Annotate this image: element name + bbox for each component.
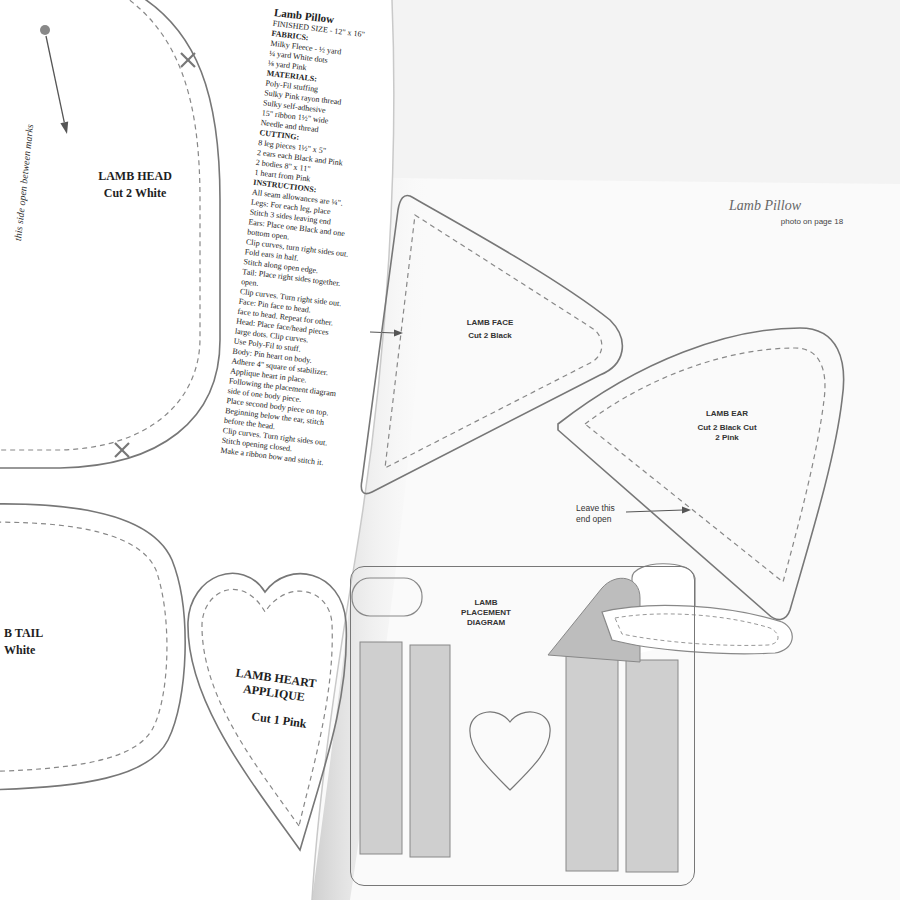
x-marks — [115, 53, 195, 457]
pattern-piece: B TAIL White — [0, 495, 200, 795]
leader-note: Leave this end open — [576, 503, 622, 524]
right-page — [310, 178, 900, 900]
piece-name: LAMB HEAD — [70, 169, 200, 184]
seam-line — [202, 589, 332, 826]
text-holder: this side open between marks — [12, 123, 35, 241]
text-holder: White — [4, 643, 35, 658]
pattern-piece: LAMB FACE Cut 2 Black — [355, 188, 630, 500]
placement-heart — [470, 712, 550, 790]
text-holder: LAMB PLACEMENT DIAGRAM — [450, 598, 522, 628]
placement-leg — [626, 660, 678, 872]
text-holder: Cut 2 Black — [450, 331, 530, 341]
text-holder: Cut 1 Pink — [232, 706, 325, 734]
piece-name: B TAIL — [4, 626, 43, 641]
cutting-line — [558, 328, 844, 620]
piece-name: LAMB HEART APPLIQUE — [227, 665, 322, 708]
placement-frame: LAMB PLACEMENT DIAGRAM — [350, 566, 695, 886]
placement-tail — [352, 578, 422, 616]
page-header: Lamb Pillow — [729, 198, 801, 214]
leader-line — [626, 510, 683, 512]
piece-name: LAMB FACE — [450, 318, 530, 328]
cutting-line — [361, 196, 622, 494]
start-dot — [40, 25, 50, 35]
cutting-line — [0, 0, 220, 468]
text-holder: LAMB HEART APPLIQUE — [227, 665, 322, 708]
placement-leg — [566, 656, 618, 871]
placement-leg — [410, 645, 450, 857]
seam-line — [0, 522, 167, 772]
text-holder: photo on page 18 — [781, 217, 843, 226]
piece-name: LAMB EAR — [692, 409, 762, 419]
text-holder: Leave this end open — [576, 503, 622, 524]
x-mark — [115, 443, 129, 457]
text-holder: B TAIL — [4, 626, 43, 641]
piece-outline — [0, 0, 240, 480]
x-mark — [115, 443, 129, 457]
cutting-line — [188, 573, 346, 850]
text-holder: Lamb Pillow — [729, 198, 801, 214]
cut-note: White — [4, 643, 35, 658]
text-holder: LAMB FACE — [450, 318, 530, 328]
placement-leg — [360, 642, 402, 854]
text-holder: LAMB EAR — [692, 409, 762, 419]
piece-outline — [180, 555, 352, 855]
cut-note: Cut 1 Pink — [232, 706, 325, 734]
seam-line — [385, 215, 602, 468]
cut-note: Cut 2 Black — [450, 331, 530, 341]
piece-outline — [550, 320, 850, 625]
seam-line — [585, 348, 825, 582]
arrow-head — [60, 121, 68, 134]
piece-outline — [355, 188, 630, 500]
cut-note: Cut 2 White — [70, 186, 200, 201]
placement-ear-seam — [615, 614, 778, 646]
text-holder: Cut 2 Black Cut 2 Pink — [697, 423, 757, 443]
pattern-piece: LAMB HEAD Cut 2 White this side open betwe… — [0, 0, 240, 480]
photo-note: photo on page 18 — [781, 217, 843, 226]
pattern-piece: LAMB EAR Cut 2 Black Cut 2 Pink — [550, 320, 850, 625]
pattern-piece: LAMB HEART APPLIQUECut 1 Pink — [180, 555, 352, 855]
cutting-line — [0, 504, 185, 790]
grain-arrow — [46, 36, 64, 122]
text-holder: LAMB HEAD — [70, 169, 200, 184]
text-holder: Cut 2 White — [70, 186, 200, 201]
cut-note: this side open between marks — [12, 123, 35, 241]
cut-note: Cut 2 Black Cut 2 Pink — [697, 423, 757, 443]
piece-name: LAMB PLACEMENT DIAGRAM — [450, 598, 522, 628]
arrow-head — [682, 507, 691, 514]
placement-ear — [602, 605, 792, 653]
seam-line — [0, 0, 200, 450]
